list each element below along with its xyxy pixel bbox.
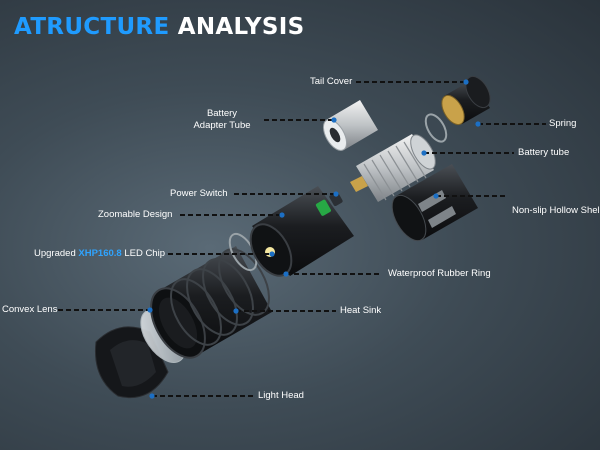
label-waterproof-rubber-ring: Waterproof Rubber Ring bbox=[388, 268, 491, 279]
label-led-chip: Upgraded XHP160.8 LED Chip bbox=[34, 248, 165, 260]
leader-lines bbox=[58, 81, 546, 397]
label-power-switch: Power Switch bbox=[170, 188, 228, 199]
label-battery-adapter-line1: Battery bbox=[206, 108, 238, 119]
heat-sink-part bbox=[150, 246, 272, 359]
title-part-2: ANALYSIS bbox=[177, 14, 305, 40]
label-zoomable-design: Zoomable Design bbox=[98, 209, 173, 220]
label-spring: Spring bbox=[549, 118, 577, 129]
label-heat-sink: Heat Sink bbox=[340, 305, 382, 316]
title-part-1: ATRUCTURE bbox=[14, 14, 170, 40]
label-tail-cover: Tail Cover bbox=[310, 76, 353, 87]
zoom-body-part bbox=[249, 186, 354, 277]
label-non-slip-hollow-shell: Non-slip Hollow Shell bbox=[512, 205, 600, 216]
label-led-model: XHP160.8 bbox=[78, 248, 122, 259]
label-led-prefix: Upgraded bbox=[34, 248, 76, 259]
label-light-head: Light Head bbox=[258, 390, 304, 401]
label-convex-lens: Convex Lens bbox=[2, 304, 58, 315]
page-title: ATRUCTURE ANALYSIS bbox=[14, 14, 304, 40]
tail-cover-part bbox=[441, 75, 491, 126]
leader-dots bbox=[147, 79, 481, 399]
battery-adapter-part bbox=[322, 100, 378, 151]
brass-spring-tip bbox=[350, 176, 368, 192]
label-battery-adapter-line2: Adapter Tube bbox=[193, 120, 251, 131]
label-battery-tube: Battery tube bbox=[518, 147, 570, 158]
label-led-suffix: LED Chip bbox=[124, 248, 165, 259]
